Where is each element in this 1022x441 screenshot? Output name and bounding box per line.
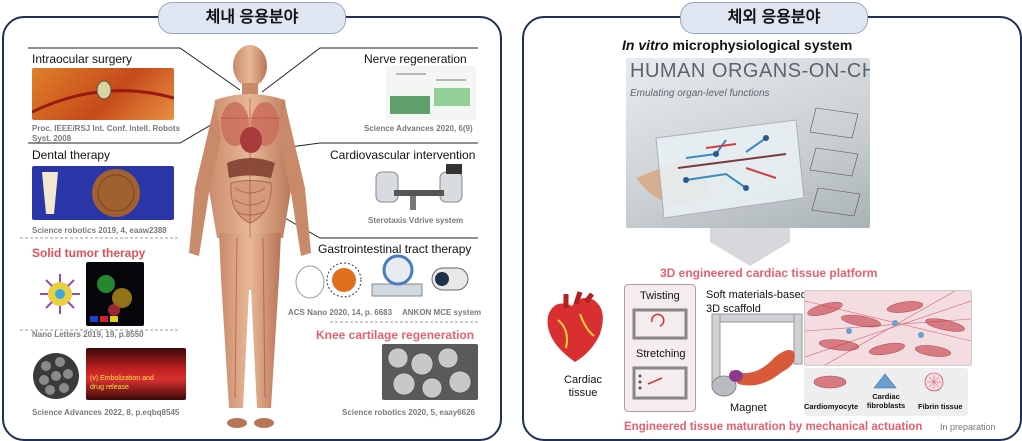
- line-intraocular: [28, 47, 241, 91]
- cardiac-tissue-label: Cardiac tissue: [564, 374, 602, 399]
- twisting-diagram: [632, 308, 688, 340]
- knee-label: Knee cartilage regeneration: [316, 328, 475, 342]
- nerve-image: [386, 66, 476, 120]
- fibroblast-icon: [873, 373, 897, 389]
- embolization-caption: (v) Embolization and drug release: [90, 375, 154, 391]
- intraocular-image: [32, 68, 174, 120]
- stereotaxis-machine-icon: [375, 164, 463, 210]
- nerve-citation: Science Advances 2020, 6(9): [364, 124, 473, 133]
- scaffold-label: Soft materials-based 3D scaffold: [706, 289, 807, 315]
- twisting-label: Twisting: [640, 290, 680, 302]
- organs-on-chips-image: HUMAN ORGANS-ON-CHIPS Emulating organ-le…: [626, 58, 870, 228]
- cardio-label: Cardiovascular intervention: [330, 148, 476, 162]
- gi-citation-left: ACS Nano 2020, 14, p. 6683: [288, 308, 393, 317]
- microrobot-cluster-icon: [33, 353, 79, 399]
- solid-tumor-citation: Nano Letters 2019, 19, p.8550: [32, 330, 144, 339]
- left-panel-title: 체내 응용분야: [158, 2, 346, 34]
- stretching-label: Stretching: [636, 348, 686, 360]
- dental-label: Dental therapy: [32, 148, 111, 162]
- knee-sem-image: [382, 344, 478, 400]
- stretching-diagram: [632, 366, 688, 400]
- magnet-label: Magnet: [730, 402, 767, 414]
- in-vitro-heading: In vitro microphysiological system: [622, 37, 852, 53]
- knee-citation: Science robotics 2020, 5, eaay6626: [342, 408, 475, 417]
- in-vitro-italic: In vitro: [622, 37, 669, 53]
- nerve-label: Nerve regeneration: [364, 52, 467, 66]
- gi-robot-illustrations: [295, 254, 469, 299]
- status-in-preparation: In preparation: [940, 422, 996, 432]
- organs-on-chips-title: HUMAN ORGANS-ON-CHIPS: [630, 60, 870, 82]
- embolization-citation: Science Advances 2022, 8, p.eqbq8545: [32, 408, 180, 417]
- legend-cardiomyocyte: Cardiomyocyte: [804, 402, 859, 411]
- intraocular-label: Intraocular surgery: [32, 52, 133, 66]
- cardiomyocyte-icon: [813, 375, 847, 389]
- solid-tumor-label: Solid tumor therapy: [32, 246, 146, 260]
- dental-citation: Science robotics 2019, 4, eaaw2388: [32, 226, 167, 235]
- down-arrow-icon: [710, 228, 790, 266]
- legend-fibroblasts: Cardiac fibroblasts: [866, 392, 906, 410]
- fibrin-tissue-icon: [924, 372, 944, 392]
- scaffold-device: [711, 313, 803, 397]
- cardio-citation: Sterotaxis Vdrive system: [368, 216, 464, 225]
- line-nerve: [261, 47, 478, 93]
- nanoparticle-icon: [40, 274, 80, 314]
- organs-on-chips-subtitle: Emulating organ-level functions: [630, 88, 770, 99]
- dental-image: [32, 166, 174, 220]
- right-panel-title: 체외 응용분야: [680, 2, 868, 34]
- gi-citation-right: ANKON MCE system: [402, 308, 482, 317]
- legend-fibrin: Fibrin tissue: [918, 402, 963, 411]
- gi-label: Gastrointestinal tract therapy: [318, 242, 472, 256]
- intraocular-citation: Proc. IEEE/RSJ Int. Conf. Intell. Robots…: [32, 124, 181, 143]
- embolization-image: (v) Embolization and drug release: [86, 348, 186, 400]
- platform-title: 3D engineered cardiac tissue platform: [660, 266, 878, 280]
- cardiac-tissue-micrograph: [804, 290, 972, 366]
- bottom-caption: Engineered tissue maturation by mechanic…: [624, 421, 923, 433]
- in-vitro-heading-rest: microphysiological system: [668, 37, 853, 53]
- actuation-modes-box: [624, 284, 696, 412]
- heart-icon: [547, 291, 603, 362]
- human-anatomy-figure: [189, 45, 311, 428]
- tumor-fluorescence-image: [86, 262, 144, 326]
